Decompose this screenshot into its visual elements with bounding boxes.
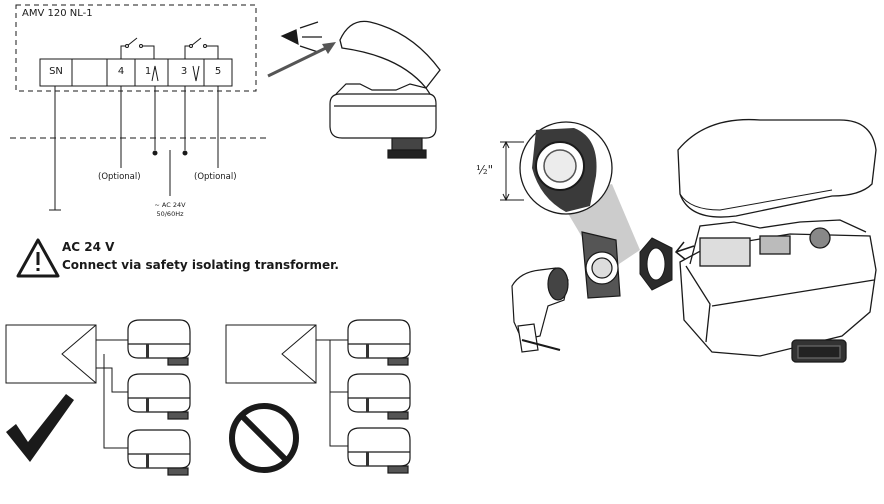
actuator-open-top xyxy=(329,83,437,159)
warning-body: Connect via safety isolating transformer… xyxy=(62,258,339,272)
actuator-group-right xyxy=(347,319,411,474)
parallel-wiring-correct xyxy=(5,324,128,449)
controller-box-left xyxy=(5,324,97,384)
light-beam-icon xyxy=(280,21,322,53)
dimension-label: ½" xyxy=(476,163,494,177)
actuator-enclosure xyxy=(15,4,257,92)
optional-label-right: (Optional) xyxy=(194,172,237,182)
limit-switch-left xyxy=(120,37,155,59)
cable-gland xyxy=(581,231,621,299)
terminal-1: 1 xyxy=(144,66,152,77)
lock-nut xyxy=(639,237,673,291)
warning-title: AC 24 V xyxy=(62,240,115,254)
actuator-model-label: AMV 120 NL-1 xyxy=(22,8,93,19)
open-arrow-icon xyxy=(151,65,159,82)
dimension-marker xyxy=(500,140,524,202)
terminal-sn: SN xyxy=(49,66,63,77)
actuator-cover-large xyxy=(677,118,877,218)
detail-magnifier xyxy=(519,121,640,274)
terminal-3: 3 xyxy=(180,66,188,77)
wiring-schematic xyxy=(10,4,266,211)
warning-triangle-icon xyxy=(16,238,60,278)
controller-box-right xyxy=(225,324,317,384)
optional-label-left: (Optional) xyxy=(98,172,141,182)
close-arrow-icon xyxy=(192,65,200,82)
cover-arrow xyxy=(267,44,331,78)
supply-voltage-label: ~ AC 24V 50/60Hz xyxy=(140,201,200,219)
prohibited-icon xyxy=(229,403,299,473)
checkmark-icon xyxy=(6,394,74,462)
supply-line-1: ~ AC 24V xyxy=(154,201,186,209)
actuator-cover-top xyxy=(339,20,441,90)
limit-switch-right xyxy=(184,37,219,59)
series-wiring-incorrect xyxy=(225,324,348,447)
insert-arrow xyxy=(674,241,695,261)
terminal-4: 4 xyxy=(117,66,125,77)
cable-connector xyxy=(511,267,569,353)
actuator-body-large xyxy=(679,219,877,363)
terminal-5: 5 xyxy=(214,66,222,77)
supply-line-2: 50/60Hz xyxy=(156,210,184,218)
actuator-group-left xyxy=(127,319,191,476)
terminal-block xyxy=(39,58,233,87)
